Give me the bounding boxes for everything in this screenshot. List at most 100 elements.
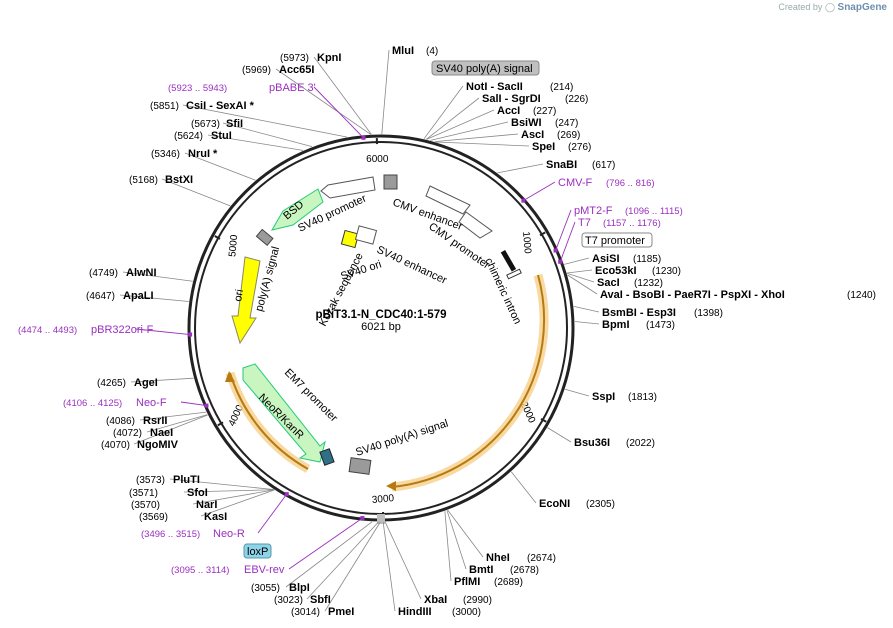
polya-block-left [255, 228, 274, 247]
cdc40-orf-arrowhead [386, 481, 396, 491]
enzyme-leader-line [447, 509, 484, 558]
enzyme-leader-line [444, 511, 452, 582]
enzyme-position: (5624) [174, 131, 203, 142]
sv40-polya-block-bottom [348, 457, 372, 475]
enzyme-position: (2678) [510, 565, 539, 576]
primer-site-marker [204, 403, 209, 408]
enzyme-position: (2990) [463, 595, 492, 606]
enzyme-position: (4265) [97, 378, 126, 389]
enzyme-position: (5346) [151, 149, 180, 160]
enzyme-leader-line [426, 109, 495, 140]
enzyme-leader-line [313, 56, 372, 135]
enzyme-label: BsiWI [511, 117, 542, 129]
enzyme-leader-line [161, 178, 231, 207]
snapgene-logo-icon: ◯ [824, 2, 836, 12]
enzyme-leader-line [183, 489, 274, 493]
primer-range: (5923 .. 5943) [168, 83, 227, 94]
enzyme-label: NarI [196, 499, 217, 511]
primer-site-marker [284, 492, 289, 497]
enzyme-label: NotI - SacII [466, 81, 523, 93]
enzyme-leader-line [436, 141, 530, 147]
enzyme-leader-line [306, 521, 379, 600]
enzyme-position: (1185) [633, 254, 661, 265]
primer-site-marker [521, 198, 526, 203]
enzyme-position: (5851) [150, 101, 179, 112]
enzyme-label: CsiI - SexAI * [186, 100, 255, 112]
primer-label: Neo-R [213, 528, 245, 540]
enzyme-leader-line [423, 85, 464, 140]
enzyme-position: (4749) [89, 268, 118, 279]
t7-promoter-box [581, 232, 653, 248]
enzyme-label: AgeI [134, 377, 158, 389]
ruler-tick [540, 417, 547, 423]
enzyme-leader-line [384, 521, 422, 600]
sv40-polya-box [431, 60, 540, 76]
enzyme-label: BstXI [165, 174, 193, 186]
enzyme-label: SacI [597, 277, 620, 289]
loxp-box [243, 543, 272, 559]
ruler-tick-label: 3000 [371, 493, 395, 506]
enzyme-label: PluTI [173, 474, 200, 486]
enzyme-label: PmeI [328, 606, 354, 618]
primer-leader-line [257, 493, 288, 534]
enzyme-label: SnaBI [546, 159, 577, 171]
primer-range: (4106 .. 4125) [63, 398, 122, 409]
enzyme-leader-line [567, 269, 593, 274]
enzyme-position: (247) [555, 118, 578, 129]
enzyme-label: ApaLI [123, 290, 154, 302]
primer-leader-line [523, 181, 556, 202]
enzyme-leader-line [200, 489, 275, 517]
primer-range: (4474 .. 4493) [18, 325, 77, 336]
enzyme-position: (5969) [242, 65, 271, 76]
enzyme-leader-line [184, 152, 256, 181]
enzyme-leader-line [222, 122, 313, 148]
enzyme-position: (4072) [113, 428, 142, 439]
enzyme-label: KasI [204, 511, 227, 523]
primer-range: (3496 .. 3515) [141, 529, 200, 540]
enzyme-position: (5673) [191, 119, 220, 130]
enzyme-position: (4086) [106, 416, 135, 427]
enzyme-position: (1230) [652, 266, 681, 277]
enzyme-leader-line [426, 97, 480, 140]
enzyme-leader-line [146, 414, 208, 433]
enzyme-label: AvaI - BsoBI - PaeR7I - PspXI - XhoI [600, 289, 785, 301]
feature-label: SV40 poly(A) signal [354, 418, 450, 459]
enzyme-position: (276) [568, 142, 591, 153]
enzyme-label: RsrII [143, 415, 167, 427]
sv40-promoter-arrow [320, 176, 376, 199]
enzyme-leader-line [497, 163, 544, 174]
primer-label: pBABE 3' [269, 82, 316, 94]
enzyme-label: SbfI [310, 594, 331, 606]
neo-orf-arrow [229, 372, 309, 470]
primer-site-marker [558, 259, 563, 264]
enzyme-position: (226) [565, 94, 588, 105]
enzyme-leader-line [547, 427, 572, 443]
ruler-tick [217, 421, 224, 427]
boxed-feature-label: loxP [247, 546, 268, 558]
primer-leader-line [135, 328, 191, 335]
cmv-enhancer-arrow [425, 185, 471, 215]
primer-label: pMT2-F [574, 205, 613, 217]
primer-site-marker [360, 516, 365, 521]
enzyme-leader-line [574, 321, 600, 325]
feature-label: SV40 enhancer [375, 244, 449, 287]
primer-range: (3095 .. 3114) [171, 565, 229, 576]
enzyme-leader-line [567, 273, 595, 283]
primer-label: EBV-rev [244, 564, 285, 576]
boxed-feature-label: SV40 poly(A) signal [436, 63, 533, 75]
created-by-credit: Created by ◯ SnapGene [778, 2, 887, 13]
loxp-site-block [377, 514, 385, 524]
enzyme-label: StuI [211, 130, 232, 142]
ruler-tick [539, 231, 546, 237]
enzyme-label: PflMI [454, 576, 480, 588]
enzyme-label: SfiI [226, 118, 243, 130]
primer-label: pBR322ori-F [91, 324, 154, 336]
enzyme-label: SfoI [187, 487, 208, 499]
enzyme-label: NgoMIV [137, 439, 179, 451]
enzyme-label: HindIII [398, 606, 432, 618]
enzyme-position: (214) [550, 82, 573, 93]
neor-arrow [242, 363, 326, 463]
enzyme-leader-line [446, 510, 467, 570]
enzyme-label: KpnI [317, 52, 341, 64]
